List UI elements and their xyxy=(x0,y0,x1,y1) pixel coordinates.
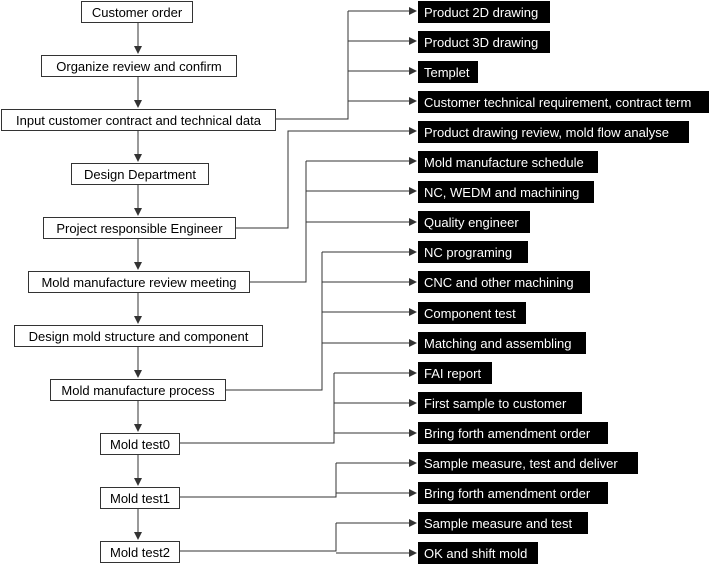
step-manufacture-process: Mold manufacture process xyxy=(50,379,226,401)
output-product-3d-drawing: Product 3D drawing xyxy=(418,31,550,53)
step-project-engineer: Project responsible Engineer xyxy=(43,217,236,239)
output-sample-measure-deliver: Sample measure, test and deliver xyxy=(418,452,638,474)
step-mold-test2: Mold test2 xyxy=(100,541,180,563)
output-sample-measure-test: Sample measure and test xyxy=(418,512,588,534)
output-drawing-review: Product drawing review, mold flow analys… xyxy=(418,121,689,143)
output-templet: Templet xyxy=(418,61,478,83)
step-mold-test1: Mold test1 xyxy=(100,487,180,509)
output-ok-shift-mold: OK and shift mold xyxy=(418,542,538,564)
output-amendment-order-0: Bring forth amendment order xyxy=(418,422,608,444)
step-organize-review: Organize review and confirm xyxy=(41,55,237,77)
output-quality-engineer: Quality engineer xyxy=(418,211,530,233)
step-review-meeting: Mold manufacture review meeting xyxy=(28,271,250,293)
step-design-mold-structure: Design mold structure and component xyxy=(14,325,263,347)
output-nc-programing: NC programing xyxy=(418,241,528,263)
step-customer-order: Customer order xyxy=(81,1,193,23)
step-design-department: Design Department xyxy=(71,163,209,185)
output-amendment-order-1: Bring forth amendment order xyxy=(418,482,608,504)
step-mold-test0: Mold test0 xyxy=(100,433,180,455)
output-fai-report: FAI report xyxy=(418,362,492,384)
output-nc-wedm-machining: NC, WEDM and machining xyxy=(418,181,594,203)
output-customer-requirement: Customer technical requirement, contract… xyxy=(418,91,709,113)
step-input-customer-contract: Input customer contract and technical da… xyxy=(1,109,276,131)
output-first-sample: First sample to customer xyxy=(418,392,582,414)
output-matching-assembling: Matching and assembling xyxy=(418,332,586,354)
output-cnc-machining: CNC and other machining xyxy=(418,271,590,293)
output-manufacture-schedule: Mold manufacture schedule xyxy=(418,151,598,173)
output-product-2d-drawing: Product 2D drawing xyxy=(418,1,550,23)
output-component-test: Component test xyxy=(418,302,526,324)
